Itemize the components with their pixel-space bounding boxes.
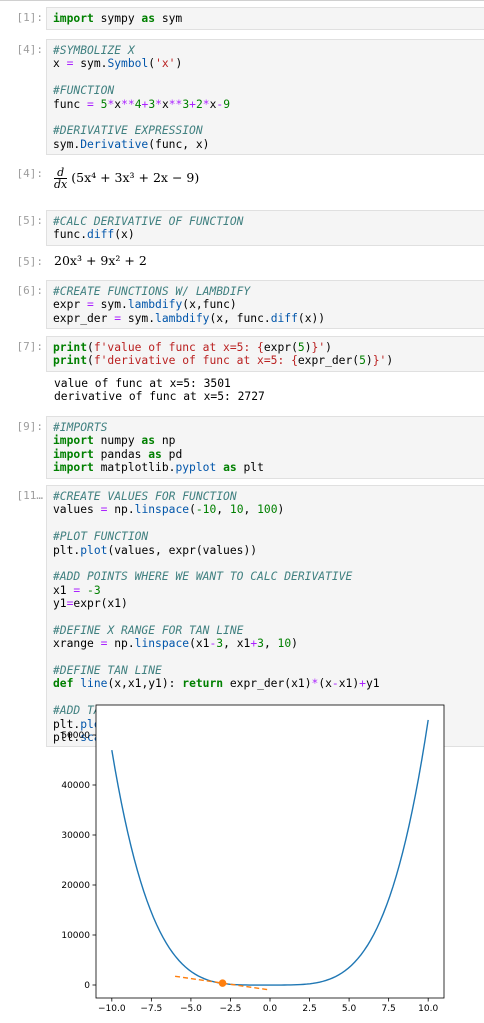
code-line: func.diff(x) xyxy=(53,228,135,242)
tangent-point xyxy=(218,979,227,987)
x-tick-label: −2.5 xyxy=(220,1004,242,1014)
cell-prompt: [9]: xyxy=(16,420,44,433)
cell-prompt: [1]: xyxy=(16,11,44,24)
cell-prompt: [6]: xyxy=(16,284,44,297)
x-tick-label: 7.5 xyxy=(381,1004,395,1014)
x-tick-label: 0.0 xyxy=(263,1004,278,1014)
code-line: sym.Derivative(func, x) xyxy=(53,137,210,151)
code-input[interactable]: print(f'value of func at x=5: {expr(5)}'… xyxy=(46,336,484,372)
code-line: plt.plot(values, expr(values)) xyxy=(53,543,258,557)
output-cell-5: [5]: 20x³ + 9x² + 2 xyxy=(0,253,484,273)
cell-prompt: [4]: xyxy=(16,43,44,56)
code-line: x1 = -3 xyxy=(53,583,101,597)
y-tick-label: 50000 xyxy=(61,731,90,741)
code-line: #PLOT FUNCTION xyxy=(53,530,149,544)
code-line: expr = sym.lambdify(x,func) xyxy=(53,298,237,312)
cell-prompt: [11… xyxy=(16,489,44,502)
y-tick-label: 10000 xyxy=(61,931,90,941)
output-line: value of func at x=5: 3501 xyxy=(54,377,231,390)
plot-area xyxy=(95,704,445,999)
y-tick-label: 40000 xyxy=(61,781,90,791)
code-line xyxy=(53,611,478,624)
code-line: import numpy as np xyxy=(53,434,176,448)
code-line: import sympy as sym xyxy=(53,12,183,25)
x-tick-label: −10.0 xyxy=(98,1004,126,1014)
code-line: func = 5*x**4+3*x**3+2*x-9 xyxy=(53,97,231,111)
code-line: #FUNCTION xyxy=(53,84,115,98)
code-line: #ADD POINTS WHERE WE WANT TO CALC DERIVA… xyxy=(53,570,353,584)
code-line: xrange = np.linspace(x1-3, x1+3, 10) xyxy=(53,637,298,651)
x-tick-label: 5.0 xyxy=(342,1004,357,1014)
plot-output: −10.0 −7.5 −5.0 −2.5 0.0 2.5 5.0 7.5 10.0 0 10000 2… xyxy=(61,704,445,1014)
cell-prompt: [7]: xyxy=(16,340,44,353)
output-prompt: [5]: xyxy=(16,255,44,268)
y-tick-label: 20000 xyxy=(61,881,90,891)
code-line xyxy=(53,557,478,570)
code-line: #DEFINE X RANGE FOR TAN LINE xyxy=(53,623,244,637)
code-line: y1=expr(x1) xyxy=(53,597,128,611)
function-curve xyxy=(111,719,429,986)
code-line: #CALC DERIVATIVE OF FUNCTION xyxy=(53,215,244,228)
code-line: def line(x,x1,y1): return expr_der(x1)*(… xyxy=(53,677,380,691)
code-line xyxy=(53,71,478,84)
code-line: #DEFINE TAN LINE xyxy=(53,664,162,678)
code-line: #SYMBOLIZE X xyxy=(53,44,135,57)
code-line: import pandas as pd xyxy=(53,447,183,461)
code-line xyxy=(53,517,478,530)
code-line: values = np.linspace(-10, 10, 100) xyxy=(53,503,285,517)
x-tick-label: −5.0 xyxy=(180,1004,202,1014)
cell-prompt: [5]: xyxy=(16,214,44,227)
code-line: #DERIVATIVE EXPRESSION xyxy=(53,124,203,138)
code-line: #CREATE FUNCTIONS W/ LAMBDIFY xyxy=(53,285,251,298)
code-line: expr_der = sym.lambdify(x, func.diff(x)) xyxy=(53,311,326,325)
code-line xyxy=(53,111,478,124)
code-line: #IMPORTS xyxy=(53,421,108,434)
code-line: print(f'derivative of func at x=5: {expr… xyxy=(53,354,394,368)
code-line: x = sym.Symbol('x') xyxy=(53,57,183,71)
code-line: #CREATE VALUES FOR FUNCTION xyxy=(53,490,237,503)
x-tick-label: −7.5 xyxy=(140,1004,162,1014)
output-line: derivative of func at x=5: 2727 xyxy=(54,390,265,404)
code-input[interactable]: import sympy as sym xyxy=(46,7,484,30)
y-tick-label: 30000 xyxy=(61,831,90,841)
x-tick-label: 2.5 xyxy=(302,1004,316,1014)
code-line xyxy=(53,651,478,664)
code-line: import matplotlib.pyplot as plt xyxy=(53,461,264,475)
function-expression: (5x⁴ + 3x³ + 2x − 9) xyxy=(71,170,200,185)
output-prompt: [4]: xyxy=(16,167,44,180)
code-line: print(f'value of func at x=5: {expr(5)}'… xyxy=(53,341,332,354)
y-tick-label: 0 xyxy=(84,981,90,991)
x-tick-label: 10.0 xyxy=(418,1004,438,1014)
derivative-result: 20x³ + 9x² + 2 xyxy=(54,253,147,268)
